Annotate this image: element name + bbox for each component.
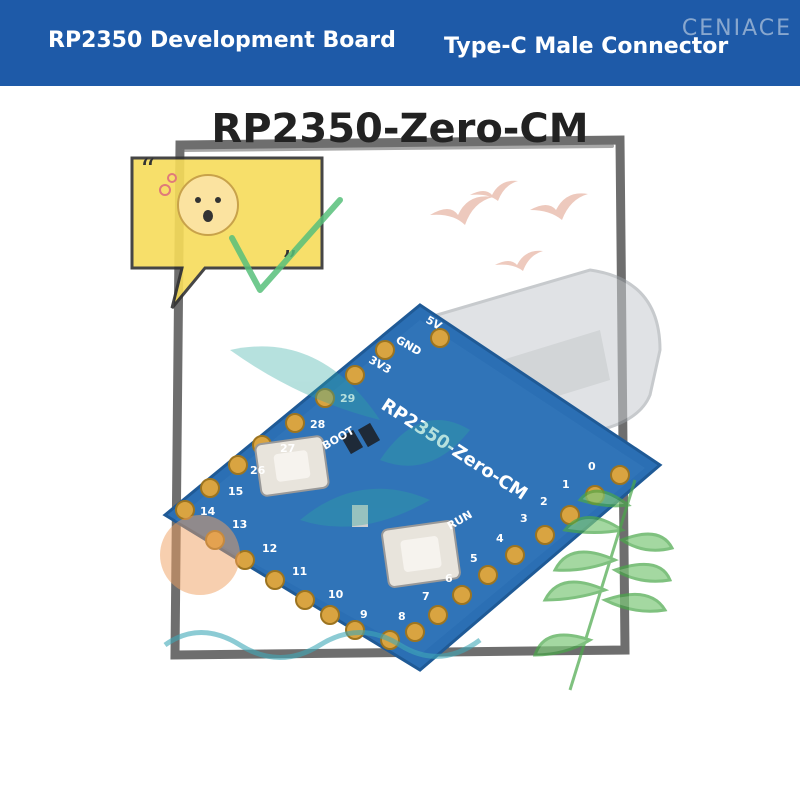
pin-4-label: 4 [496,532,504,545]
product-scene: RP2350-Zero-CM BOOT RUN 5V GND 3V3 29 28… [130,135,675,691]
pin-10-label: 10 [328,588,344,601]
pin-7-label: 7 [422,590,430,603]
quote-open-icon: “ [140,153,155,188]
pin-11-label: 11 [292,565,307,578]
pin-13-label: 13 [232,518,247,531]
birds-icon [430,180,588,271]
sketch-frame [170,135,630,660]
pin-5-label: 5 [470,552,478,565]
sun-icon [160,515,240,595]
banner-left-label: RP2350 Development Board [48,28,396,53]
pin-1-label: 1 [562,478,570,491]
run-button [381,520,461,588]
wave-icon [163,630,482,660]
pin-2-label: 2 [540,495,548,508]
teal-leaves [230,346,470,527]
pin-9-label: 9 [360,608,368,621]
pin-28-label: 28 [310,418,325,431]
pin-26-label: 26 [250,464,266,477]
watermark: CENIACE [681,16,792,41]
pin-15-label: 15 [228,485,243,498]
small-components [340,422,381,527]
pin-29-label: 29 [340,392,355,405]
speech-bubble-icon: “ ” [130,153,324,309]
boot-button [254,435,330,497]
smiley-icon [159,173,239,236]
product-title: RP2350-Zero-CM [211,106,589,152]
pin-12-label: 12 [262,542,277,555]
pin-0-label: 0 [588,460,596,473]
pin-27-label: 27 [280,442,295,455]
banner-right-label: Type-C Male Connector [444,34,729,59]
pin-8-label: 8 [398,610,406,623]
palm-leaf-icon [532,479,675,691]
checkmark-icon [229,197,343,293]
pin-6-label: 6 [445,572,453,585]
pin-3-label: 3 [520,512,528,525]
pin-14-label: 14 [200,505,216,518]
header-banner: RP2350 Development Board Type-C Male Con… [0,0,800,86]
